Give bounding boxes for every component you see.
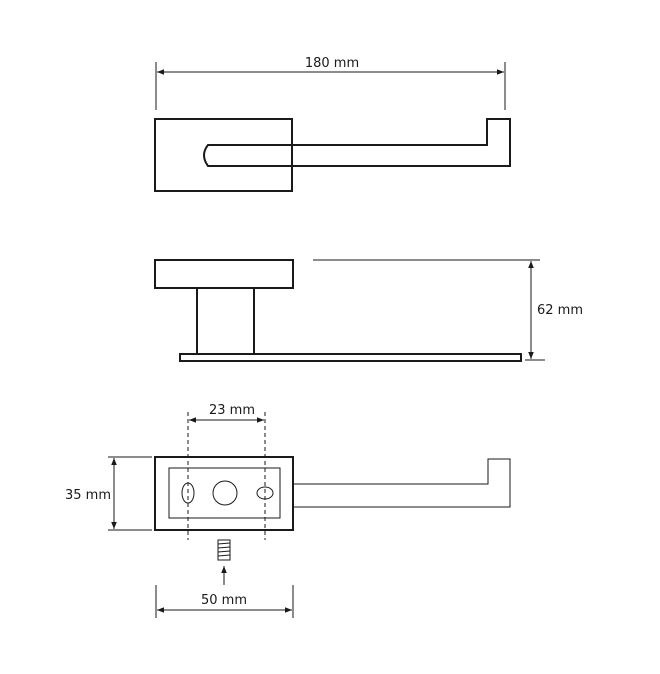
- base-plate-top: [154, 118, 293, 192]
- front-view: 23 mm 35 mm 50 mm: [65, 403, 511, 618]
- neck: [196, 287, 255, 355]
- plate-width-label: 50 mm: [201, 593, 247, 608]
- top-view: 180 mm: [154, 56, 511, 192]
- arm-top: [203, 118, 511, 167]
- wall-cap: [154, 259, 294, 289]
- width-dimension-label: 180 mm: [305, 56, 359, 71]
- plate-height-label: 35 mm: [65, 488, 111, 503]
- arm-front: [293, 458, 511, 508]
- grub-screw-icon: [217, 539, 231, 561]
- screw-hole-left: [181, 482, 195, 504]
- screw-hole-right: [256, 486, 274, 500]
- mounting-plate: [154, 456, 294, 531]
- side-view: 62 mm: [154, 259, 583, 362]
- arm-side: [179, 353, 522, 362]
- hole-spacing-label: 23 mm: [209, 403, 255, 418]
- center-hole: [212, 480, 238, 506]
- mounting-bracket: [168, 467, 281, 519]
- height-dimension-label: 62 mm: [537, 303, 583, 318]
